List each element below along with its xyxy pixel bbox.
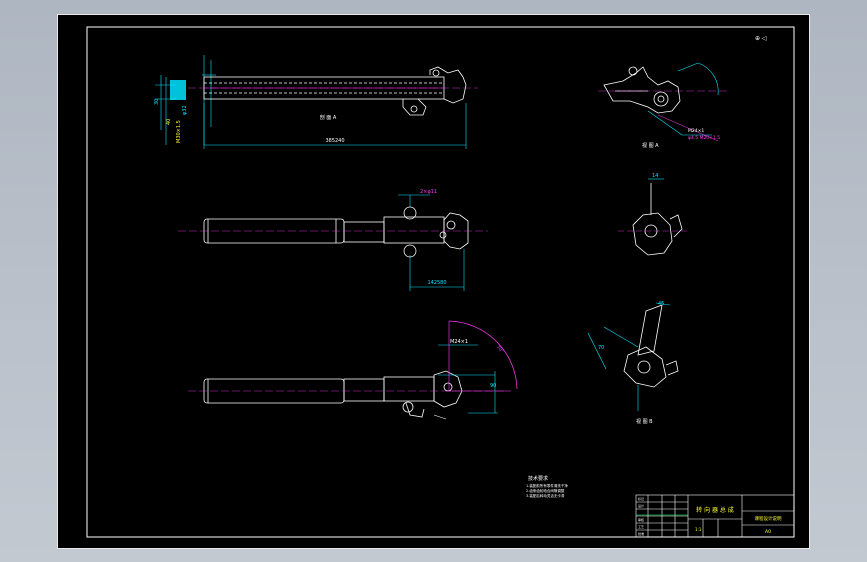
side-thread-label: M24×1 — [688, 128, 704, 134]
view-iso: M24×1 70° 90 — [188, 320, 518, 420]
top-left-dim-4: φ32 — [182, 105, 188, 115]
top-left-dim-3: M30×1.5 — [176, 120, 182, 143]
corner-mark: ⊕ ◁ — [755, 35, 767, 42]
title-company: 课程设计说明 — [755, 515, 782, 522]
view-front: 142580 2×φ11 — [178, 189, 488, 291]
title-drawing-name: 转 向 器 总 成 — [696, 506, 734, 514]
view-side-mid: 14 — [618, 173, 688, 256]
view-top: 385240 剖 面 A 30 40 M30×1.5 φ32 — [154, 55, 478, 149]
iso-angle-label: 70° — [495, 344, 506, 355]
top-left-dim-2: 40 — [166, 119, 172, 125]
front-length-dimension: 142580 — [427, 280, 446, 286]
tech-req-line-2: 2.齿条齿轮啮合间隙调整 — [526, 488, 565, 493]
drawing-sheet: ⊕ ◁ 3852 — [57, 14, 810, 549]
title-sheet-id: A0 — [765, 529, 771, 535]
top-length-dimension: 385240 — [325, 138, 344, 144]
title-row-3: 审核 — [638, 517, 644, 522]
top-section-label: 剖 面 A — [320, 114, 337, 121]
side-low-dim-2: 45 — [658, 301, 664, 307]
iso-thread-label: M24×1 — [450, 339, 468, 345]
inner-frame — [86, 26, 795, 538]
side-low-dim-1: 70 — [598, 345, 604, 351]
top-left-dim-1: 30 — [154, 99, 160, 105]
iso-angle-dim: 90 — [490, 383, 496, 389]
title-row-1: 标记 — [638, 496, 644, 501]
title-row-4: 工艺 — [638, 524, 644, 529]
cad-drawing-canvas: ⊕ ◁ 3852 — [86, 26, 795, 538]
tech-req-line-3: 3.装配后转动灵活无卡滞 — [526, 493, 565, 498]
side-mid-dim: 14 — [652, 173, 658, 179]
tech-req-title: 技术要求 — [528, 475, 548, 482]
tech-req-line-1: 1.装配前所有零件清洗干净 — [526, 483, 568, 488]
tech-requirements: 技术要求 1.装配前所有零件清洗干净 2.齿条齿轮啮合间隙调整 3.装配后转动灵… — [526, 475, 568, 498]
title-row-5: 批准 — [638, 531, 644, 536]
side-caption: 视 图 A — [642, 142, 659, 149]
side-pipe-label: φ4.5 M20×1.5 — [688, 135, 720, 141]
front-top-dim: 2×φ11 — [420, 189, 437, 195]
title-scale: 1:1 — [695, 527, 702, 532]
side-low-caption: 视 图 B — [636, 418, 653, 425]
view-side-low: 70 45 视 图 B — [587, 301, 679, 425]
title-block: 转 向 器 总 成 课程设计说明 A0 1:1 标记 设计 审核 工艺 批准 — [635, 494, 795, 538]
title-row-2: 设计 — [638, 503, 644, 508]
view-side-right: M24×1 φ4.5 M20×1.5 视 图 A — [598, 62, 728, 149]
